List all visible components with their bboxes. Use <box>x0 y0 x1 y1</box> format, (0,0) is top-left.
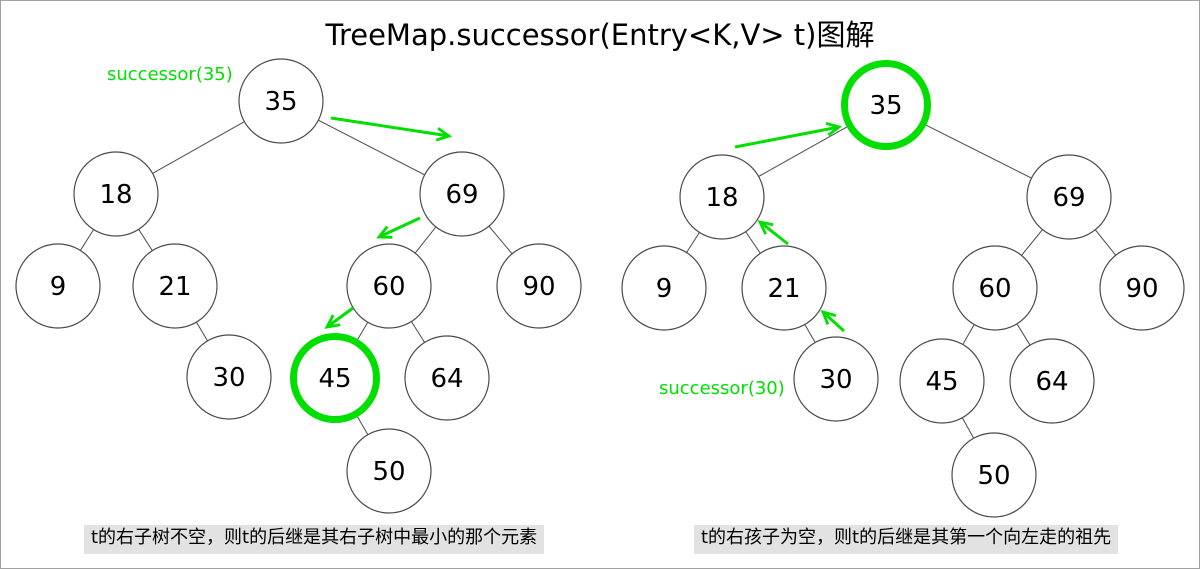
tree-node-value: 90 <box>1125 274 1158 304</box>
arrow-69-to-60 <box>376 216 421 239</box>
tree-node-circle <box>621 245 707 331</box>
tree-node-circle <box>1026 154 1112 240</box>
arrow-35-to-69 <box>330 116 453 142</box>
arrow-18-to-35 <box>734 122 843 149</box>
tree-node-circle <box>404 335 490 421</box>
tree-node-circle-highlighted <box>841 60 931 150</box>
tree-node-value: 50 <box>977 461 1010 491</box>
arrow-60-to-45 <box>324 306 354 329</box>
tree-node-value: 21 <box>158 272 191 302</box>
tree-node-circle <box>741 245 827 331</box>
tree-node-circle <box>186 334 272 420</box>
tree-node-circle <box>73 151 159 237</box>
right-tree-caption: t的右孩子为空，则t的后继是其第一个向左走的祖先 <box>694 525 1119 554</box>
tree-node-value: 21 <box>767 274 800 304</box>
tree-node-circle <box>346 243 432 329</box>
tree-node-circle <box>15 243 101 329</box>
tree-node-circle <box>793 336 879 422</box>
tree-node-value: 35 <box>264 87 297 117</box>
tree-node-value: 18 <box>705 183 738 213</box>
left-tree-caption: t的右子树不空，则t的后继是其右子树中最小的那个元素 <box>84 525 545 554</box>
tree-node-value: 69 <box>1052 183 1085 213</box>
tree-node-value: 35 <box>869 91 902 121</box>
tree-node-circle <box>679 154 765 240</box>
tree-node-value: 64 <box>1035 367 1068 397</box>
tree-node-value: 30 <box>819 365 852 395</box>
tree-node-circle <box>419 151 505 237</box>
tree-node-value: 69 <box>445 180 478 210</box>
successor-30-label: successor(30) <box>659 378 785 399</box>
tree-node-value: 18 <box>99 180 132 210</box>
tree-node-value: 50 <box>372 457 405 487</box>
tree-node-circle-highlighted <box>290 333 380 423</box>
successor-35-label: successor(35) <box>107 64 233 85</box>
tree-node-value: 45 <box>925 367 958 397</box>
tree-node-circle <box>952 245 1038 331</box>
tree-node-circle <box>1099 245 1185 331</box>
tree-node-circle <box>238 58 324 144</box>
tree-node-value: 90 <box>522 272 555 302</box>
arrows-layer <box>324 116 846 333</box>
tree-node-value: 60 <box>372 272 405 302</box>
nodes-layer: 35 18 69 9 21 30 60 90 45 64 50 35 18 69 9 21 30 60 90 45 64… <box>15 58 1185 518</box>
tree-node-value: 60 <box>978 274 1011 304</box>
tree-node-circle <box>132 243 218 329</box>
tree-node-circle <box>951 432 1037 518</box>
arrow-30-to-21 <box>820 309 846 333</box>
arrow-21-to-18 <box>757 220 789 246</box>
tree-node-circle <box>346 428 432 514</box>
tree-node-value: 64 <box>430 364 463 394</box>
page-title: TreeMap.successor(Entry<K,V> t)图解 <box>325 18 875 52</box>
tree-node-value: 9 <box>50 272 67 302</box>
tree-node-value: 45 <box>318 364 351 394</box>
tree-node-value: 9 <box>656 274 673 304</box>
tree-node-value: 30 <box>212 363 245 393</box>
tree-node-circle <box>899 338 985 424</box>
tree-node-circle <box>1009 338 1095 424</box>
tree-node-circle <box>496 243 582 329</box>
